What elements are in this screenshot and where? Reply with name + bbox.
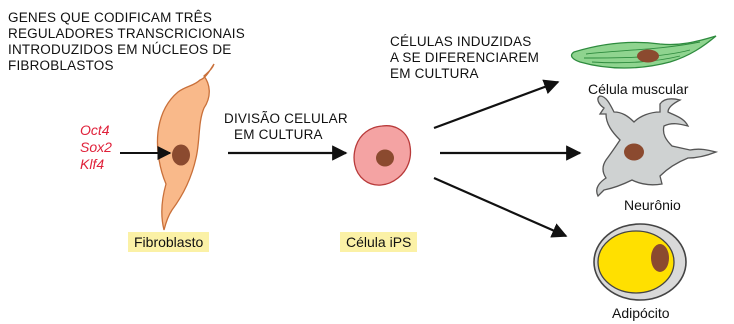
gene-sox2: Sox2: [80, 139, 112, 155]
gene-klf4: Klf4: [80, 156, 105, 172]
ips-cell: [353, 125, 412, 186]
muscle-cell: [570, 35, 717, 69]
induced-line-1: CÉLULAS INDUZIDAS: [390, 34, 532, 49]
arrow-to-muscle: [433, 79, 560, 130]
label-muscle: Célula muscular: [588, 81, 689, 97]
division-line-2: EM CULTURA: [234, 127, 323, 142]
neuron-body: [596, 95, 719, 198]
division-text: DIVISÃO CELULAR EM CULTURA: [224, 111, 348, 143]
muscle-nucleus: [637, 49, 659, 63]
header-line-1: GENES QUE CODIFICAM TRÊS: [8, 10, 213, 25]
neuron-cell: [596, 95, 719, 198]
induced-line-3: EM CULTURA: [390, 66, 479, 81]
arrow-to-adipocyte: [433, 176, 568, 238]
ips-nucleus: [376, 149, 394, 167]
fibroblast-cell: [156, 63, 215, 231]
header-line-2: REGULADORES TRANSCRICIONAIS: [8, 26, 245, 41]
label-fibroblast: Fibroblasto: [128, 232, 210, 252]
label-adipocyte: Adipócito: [612, 305, 670, 321]
header-text: GENES QUE CODIFICAM TRÊS REGULADORES TRA…: [8, 10, 245, 74]
gene-list: Oct4 Sox2 Klf4: [80, 122, 112, 173]
label-neuron: Neurônio: [624, 197, 681, 213]
fibroblast-nucleus: [172, 144, 190, 166]
neuron-nucleus: [624, 143, 644, 161]
gene-oct4: Oct4: [80, 122, 110, 138]
induced-line-2: A SE DIFERENCIAREM: [390, 50, 540, 65]
header-line-4: FIBROBLASTOS: [8, 58, 114, 73]
induced-text: CÉLULAS INDUZIDAS A SE DIFERENCIAREM EM …: [390, 34, 539, 82]
header-line-3: INTRODUZIDOS EM NÚCLEOS DE: [8, 42, 232, 57]
adipocyte-cell: [593, 223, 687, 301]
division-line-1: DIVISÃO CELULAR: [224, 111, 348, 126]
adipocyte-nucleus: [651, 244, 669, 272]
label-ips: Célula iPS: [340, 232, 418, 252]
